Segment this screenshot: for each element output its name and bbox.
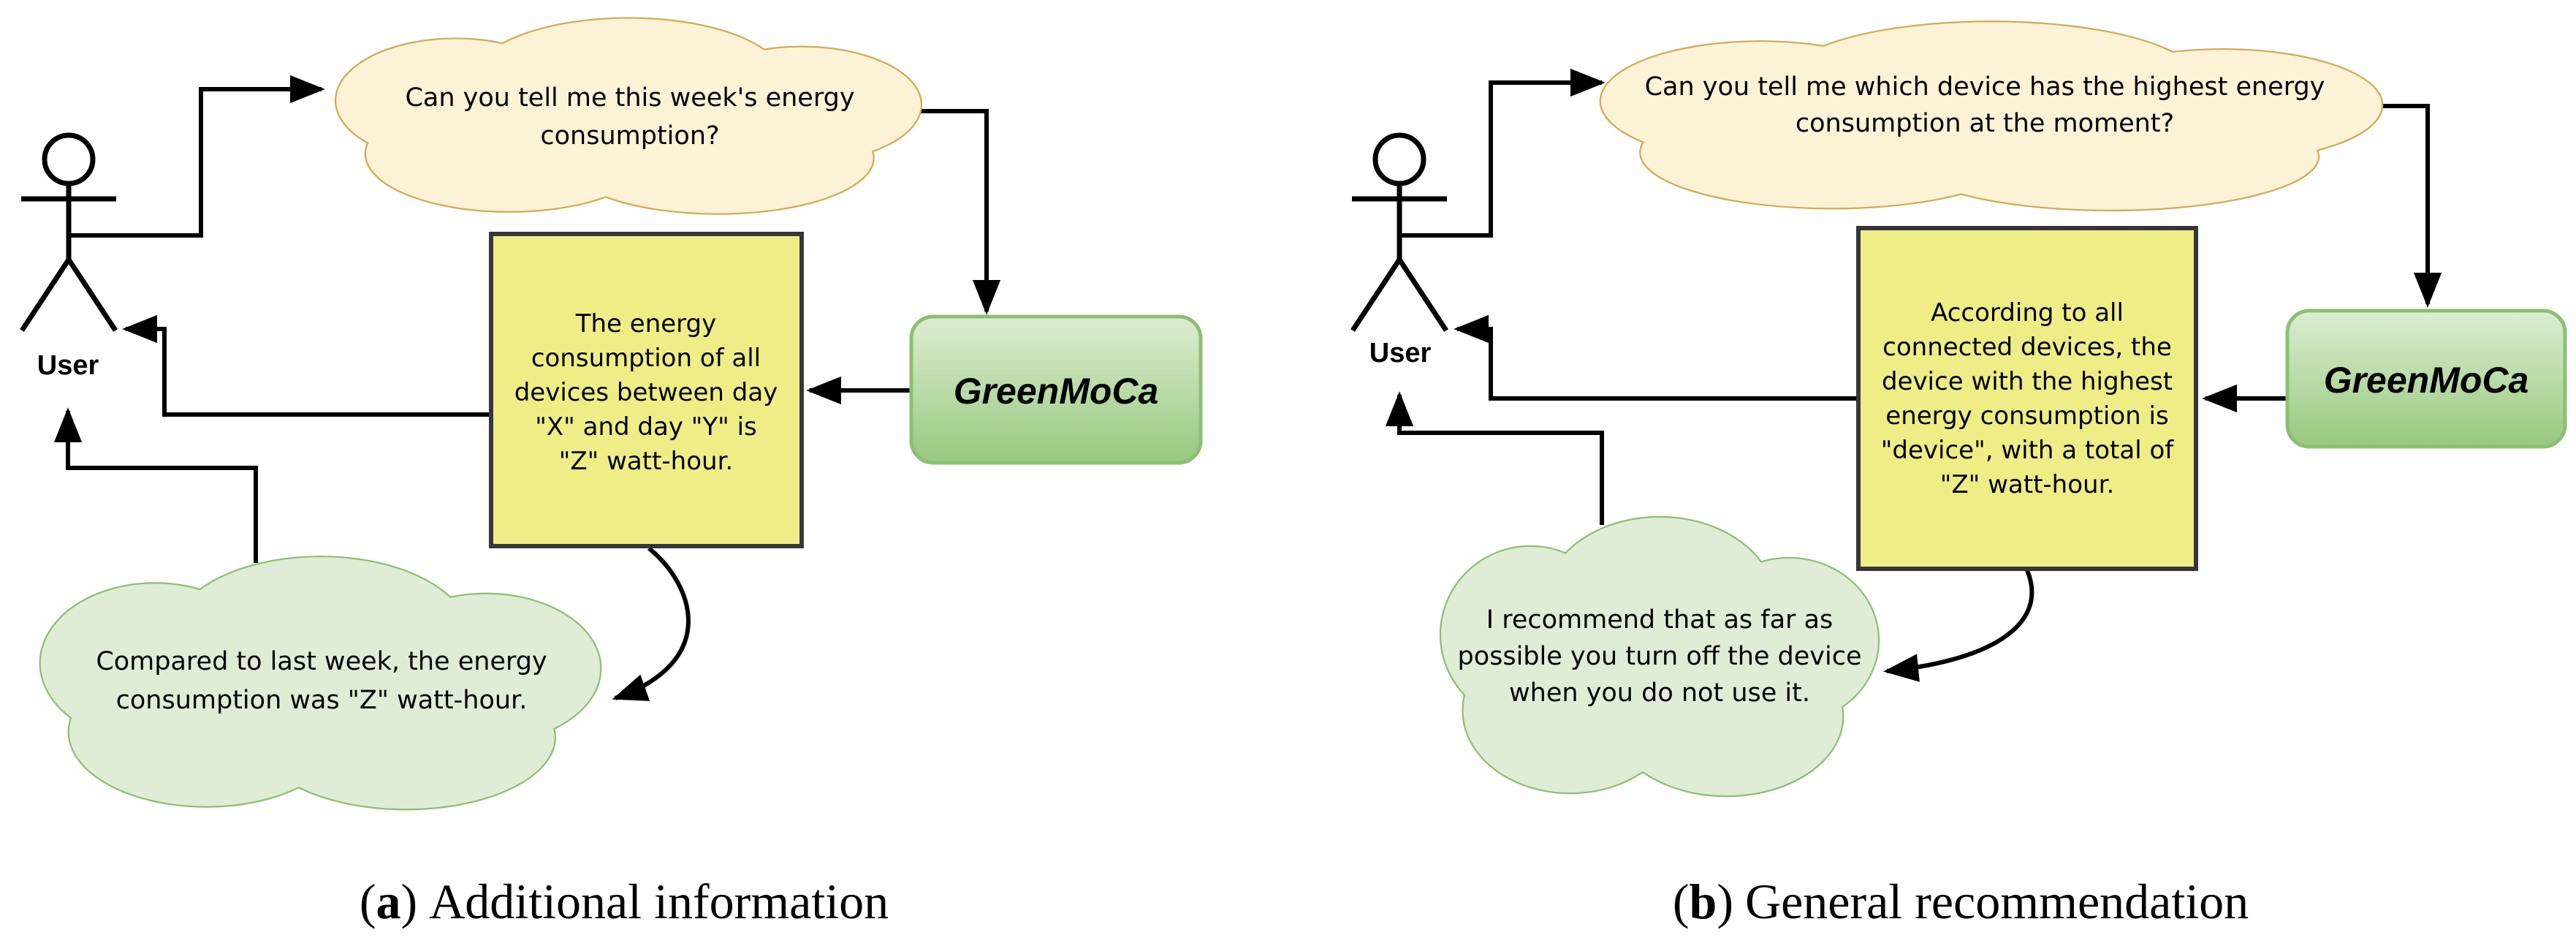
recommendation-cloud-text-line: possible you turn off the device [1457, 642, 1861, 671]
caption-text: General recommendation [1745, 874, 2249, 929]
user-actor: User [1350, 132, 1448, 368]
system-box-shape [2285, 309, 2567, 449]
request-cloud-text-line: consumption? [540, 121, 719, 151]
recommendation-cloud: I recommend that as far as possible you … [1441, 518, 1878, 795]
arrow-request-cloud-to-system [918, 109, 1001, 315]
system-box-shape [909, 314, 1203, 465]
caption-paren: ( [360, 874, 376, 929]
response-box-shape [489, 232, 804, 548]
response-box-text-line: According to all [1931, 298, 2124, 328]
arrow-request-cloud-to-system [2375, 104, 2442, 308]
response-box-text-line: "Z" watt-hour. [1940, 470, 2115, 499]
request-cloud-text-line: consumption at the moment? [1796, 109, 2174, 138]
caption-paren: ) [1717, 874, 1733, 929]
response-box-text-line: energy consumption is [1885, 401, 2168, 431]
arrow-response-box-to-user [1454, 314, 1858, 401]
caption-letter: b [1690, 874, 1717, 929]
arrow-recommendation-cloud-to-user [1385, 391, 1604, 525]
system-box: GreenMoCa [2285, 309, 2567, 449]
actor-label: User [1369, 338, 1432, 368]
panel-caption: (b)General recommendation [1673, 874, 2249, 929]
recommendation-cloud-text-line: Compared to last week, the energy [96, 647, 547, 676]
caption-paren: ) [401, 874, 418, 929]
actor-label: User [37, 350, 99, 381]
panel-general-recommendation: User Can you tell me which device has th… [1350, 22, 2567, 929]
system-label: GreenMoCa [954, 371, 1159, 412]
arrow-user-to-request-cloud [69, 75, 325, 238]
actor-head-icon [1372, 132, 1426, 186]
response-box-text-line: consumption of all [531, 344, 761, 373]
response-box-text-line: "X" and day "Y" is [535, 412, 757, 442]
panel-additional-information: User Can you tell me this week's energy … [20, 19, 1203, 929]
system-box: GreenMoCa [909, 314, 1203, 465]
arrow-response-box-to-user [122, 314, 491, 417]
arrow-response-box-to-recommendation-cloud [612, 546, 691, 701]
request-cloud: Can you tell me which device has the hig… [1601, 22, 2382, 210]
system-label: GreenMoCa [2324, 360, 2529, 401]
response-box-text-line: devices between day [514, 378, 778, 407]
arrow-user-to-request-cloud [1399, 68, 1606, 238]
arrow-recommendation-cloud-to-user [53, 407, 258, 563]
request-cloud-text-line: Can you tell me which device has the hig… [1645, 72, 2325, 102]
recommendation-cloud: Compared to last week, the energy consum… [41, 557, 600, 809]
request-cloud-text-line: Can you tell me this week's energy [405, 83, 854, 113]
recommendation-cloud-text-line: consumption was "Z" watt-hour. [116, 686, 528, 715]
response-box-text-line: "Z" watt-hour. [559, 447, 734, 476]
recommendation-cloud-shape [41, 557, 600, 809]
caption-paren: ( [1673, 874, 1690, 929]
response-box-text-line: "device", with a total of [1881, 436, 2175, 465]
request-cloud-shape [336, 19, 921, 213]
user-actor: User [20, 132, 118, 381]
request-cloud: Can you tell me this week's energy consu… [336, 19, 921, 213]
recommendation-cloud-text-line: when you do not use it. [1509, 678, 1810, 708]
response-box-text-line: device with the highest [1882, 367, 2173, 396]
actor-body-icon [1350, 184, 1448, 332]
response-box-text-line: The energy [575, 309, 717, 338]
response-box: According to all connected devices, the … [1856, 226, 2198, 571]
actor-head-icon [42, 132, 96, 186]
response-box: The energy consumption of all devices be… [489, 232, 804, 548]
caption-letter: a [376, 874, 401, 929]
actor-body-icon [20, 184, 118, 332]
recommendation-cloud-text-line: I recommend that as far as [1486, 605, 1833, 635]
response-box-shape [1856, 226, 2198, 571]
response-box-text-line: connected devices, the [1882, 333, 2172, 362]
panel-caption: (a)Additional information [360, 874, 889, 929]
caption-text: Additional information [429, 874, 889, 929]
arrow-response-box-to-recommendation-cloud [1883, 569, 2034, 682]
